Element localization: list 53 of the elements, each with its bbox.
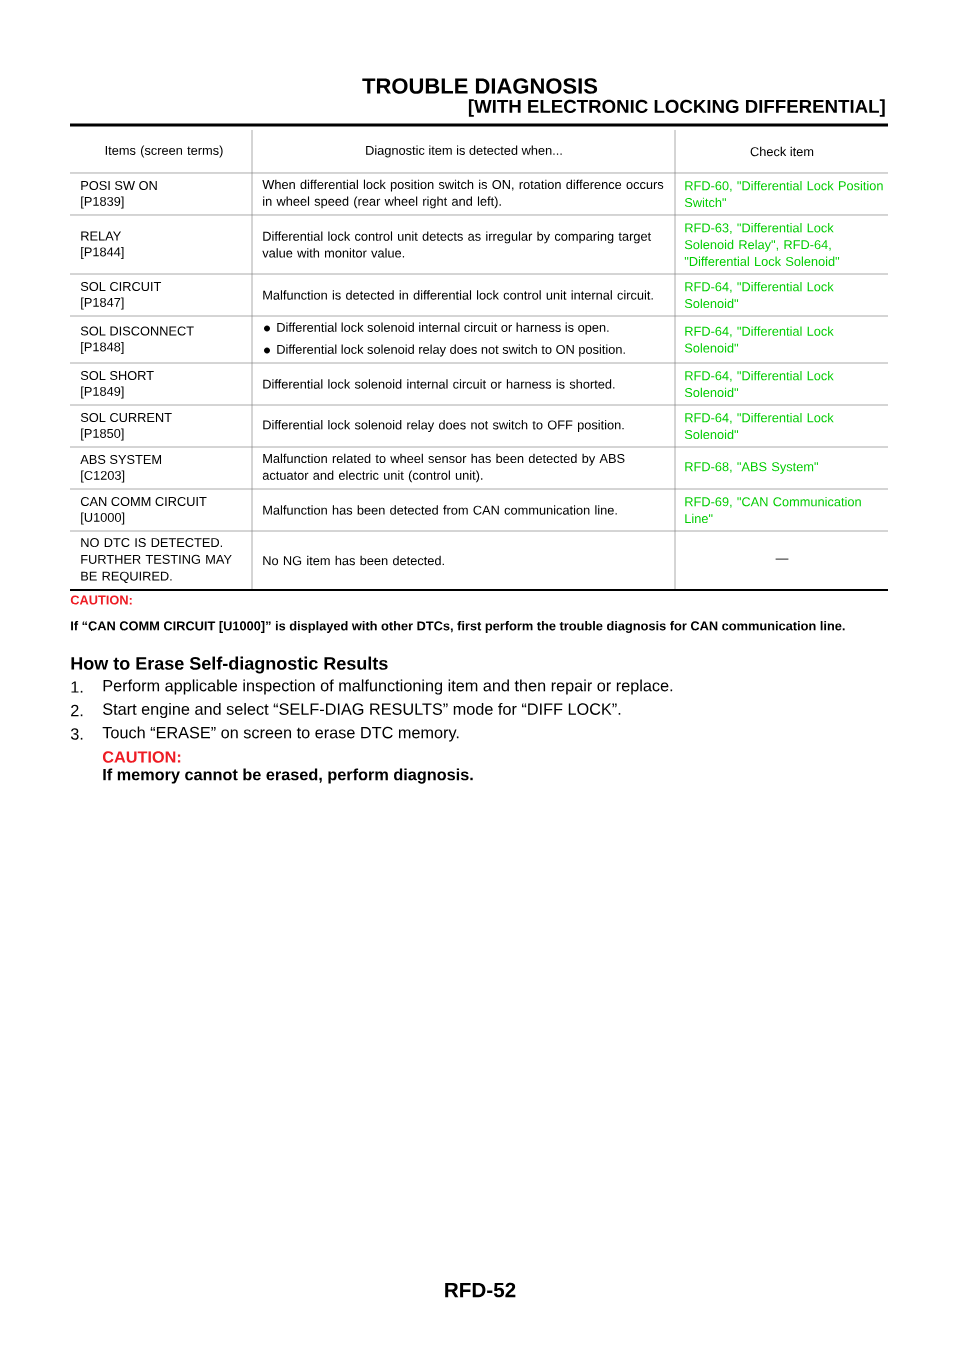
- item-name: SOL CURRENT: [80, 413, 172, 423]
- reference-link: RFD-60, "Differential Lock Position Switch": [684, 180, 883, 208]
- caution-text: If memory cannot be erased, perform diagnosis.: [103, 768, 473, 784]
- step-text: Touch “ERASE” on screen to erase DTC memory.: [102, 726, 459, 742]
- item-code: [P1839]: [81, 196, 124, 209]
- reference-link: RFD-64, "Differential Lock Solenoid": [684, 370, 834, 398]
- caution-heading: CAUTION:: [102, 751, 181, 763]
- item-code: [C1203]: [81, 470, 125, 483]
- step-text: Start engine and select “SELF-DIAG RESULTS” mode for “DIFF LOCK”.: [103, 702, 621, 719]
- section-subtitle: [WITH ELECTRONIC LOCKING DIFFERENTIAL]: [468, 99, 885, 117]
- diagnostic-condition: Differential lock solenoid internal circuit or harness is shorted.: [263, 379, 615, 389]
- step-number: 2.: [71, 704, 83, 717]
- step-number: 3.: [70, 728, 83, 740]
- step-number: 1.: [71, 681, 83, 693]
- reference-link: RFD-64, "Differential Lock Solenoid": [684, 326, 834, 353]
- caution-heading: CAUTION:: [70, 595, 132, 605]
- diagnostic-condition: No NG item has been detected.: [263, 555, 444, 566]
- item-name: SOL SHORT: [80, 371, 154, 381]
- caution-text: If “CAN COMM CIRCUIT [U1000]” is displayed with other DTCs, first perform the trouble diagnosis for CAN communication line.: [71, 621, 845, 633]
- item-code: [U1000]: [81, 512, 125, 525]
- reference-link: RFD-63, "Differential Lock Solenoid Relay", RFD-64, "Differential Lock Solenoid": [684, 223, 840, 266]
- reference-link: RFD-69, "CAN Communication Line": [685, 496, 861, 524]
- item-name: CAN COMM CIRCUIT: [80, 497, 207, 507]
- reference-link: RFD-64, "Differential Lock Solenoid": [684, 281, 834, 309]
- diagnostic-condition: Malfunction has been detected from CAN communication line.: [263, 505, 617, 515]
- page-number: RFD-52: [445, 1282, 516, 1298]
- page-title: TROUBLE DIAGNOSIS: [362, 78, 598, 94]
- section-heading: How to Erase Self-diagnostic Results: [71, 656, 388, 674]
- diagnostic-condition: Differential lock solenoid relay does not switch to OFF position.: [263, 420, 624, 432]
- step-text: Perform applicable inspection of malfunctioning item and then repair or replace.: [103, 679, 673, 695]
- item-code: [P1850]: [81, 428, 124, 441]
- bullet-item: Differential lock solenoid relay does not switch to ON position.: [264, 344, 625, 357]
- empty-dash: —: [775, 558, 789, 560]
- item-name: SOL DISCONNECT: [80, 326, 194, 336]
- reference-link: RFD-68, "ABS System": [685, 462, 818, 474]
- diagnostic-condition: Malfunction is detected in differential lock control unit internal circuit.: [263, 290, 653, 300]
- item-name: RELAY: [81, 231, 121, 241]
- item-name: POSI SW ON: [81, 181, 157, 191]
- diagnostic-condition: Differential lock control unit detects as irregular by comparing target value with monitor value.: [262, 231, 652, 258]
- item-code: [P1849]: [81, 386, 124, 399]
- column-header: Check item: [750, 146, 814, 157]
- column-header: Items (screen terms): [105, 145, 223, 158]
- item-code: [P1847]: [81, 297, 124, 310]
- item-name: ABS SYSTEM: [80, 455, 161, 465]
- item-name: NO DTC IS DETECTED. FURTHER TESTING MAY BE REQUIRED.: [81, 538, 232, 583]
- reference-link: RFD-64, "Differential Lock Solenoid": [684, 412, 834, 440]
- item-code: [P1844]: [81, 247, 124, 259]
- column-header: Diagnostic item is detected when...: [366, 145, 562, 158]
- bullet-item: Differential lock solenoid internal circuit or harness is open.: [264, 322, 609, 335]
- diagnostic-condition: Malfunction related to wheel sensor has been detected by ABS actuator and electric unit (control unit).: [262, 453, 625, 483]
- item-name: SOL CIRCUIT: [80, 282, 162, 292]
- item-code: [P1848]: [81, 342, 124, 354]
- diagnostic-condition: When differential lock position switch is ON, rotation difference occurs in wheel speed (rear wheel right and left).: [262, 179, 664, 209]
